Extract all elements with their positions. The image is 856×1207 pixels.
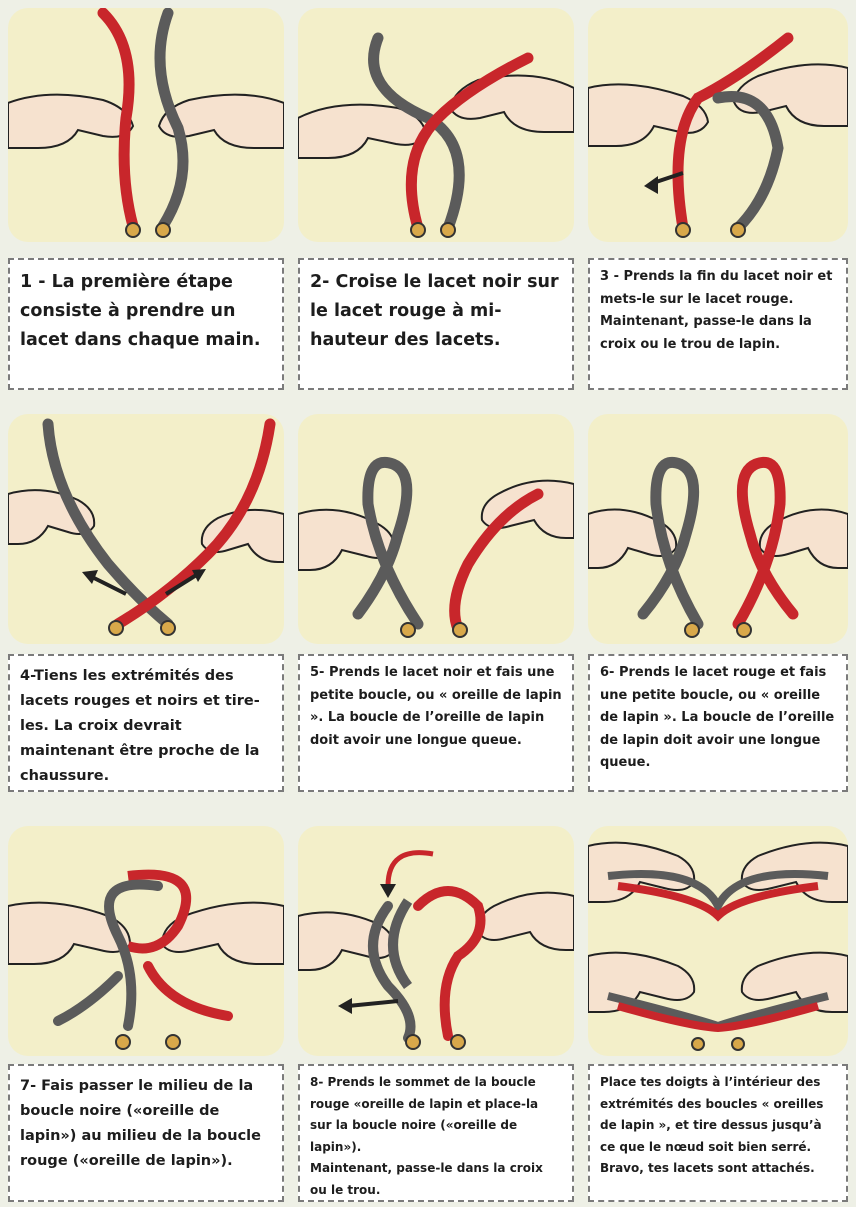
- eyelet-icon: [109, 621, 123, 635]
- step-1-caption: 1 - La première étape consiste à prendre…: [8, 258, 284, 390]
- step-4-caption: 4-Tiens les extrémités des lacets rouges…: [8, 654, 284, 792]
- eyelet-icon: [676, 223, 690, 237]
- eyelet-icon: [161, 621, 175, 635]
- step-8-illustration: [298, 826, 574, 1056]
- eyelet-icon: [732, 1038, 744, 1050]
- step-4-illustration: [8, 414, 284, 644]
- red-lace-icon: [418, 891, 481, 1036]
- eyelet-icon: [451, 1035, 465, 1049]
- eyelet-icon: [411, 223, 425, 237]
- hand-icon: [8, 95, 133, 148]
- eyelet-icon: [406, 1035, 420, 1049]
- step-7-illustration: [8, 826, 284, 1056]
- eyelet-icon: [126, 223, 140, 237]
- red-lace-icon: [148, 966, 228, 1016]
- eyelet-icon: [692, 1038, 704, 1050]
- eyelet-icon: [166, 1035, 180, 1049]
- step-6-caption: 6- Prends le lacet rouge et fais une pet…: [588, 654, 848, 792]
- gray-lace-icon: [58, 976, 118, 1021]
- eyelet-icon: [737, 623, 751, 637]
- step-9-caption: Place tes doigts à l’intérieur des extré…: [588, 1064, 848, 1202]
- step-2-illustration: [298, 8, 574, 242]
- gray-lace-icon: [718, 97, 778, 228]
- hand-icon: [478, 893, 574, 950]
- gray-lace-icon: [393, 901, 408, 986]
- step-5-caption: 5- Prends le lacet noir et fais une peti…: [298, 654, 574, 792]
- eyelet-icon: [731, 223, 745, 237]
- step-3-illustration: [588, 8, 848, 242]
- step-9-illustration: [588, 826, 848, 1056]
- eyelet-icon: [685, 623, 699, 637]
- arrow-icon: [348, 1001, 398, 1006]
- step-7-caption: 7- Fais passer le milieu de la boucle no…: [8, 1064, 284, 1202]
- step-8-caption: 8- Prends le sommet de la boucle rouge «…: [298, 1064, 574, 1202]
- step-5-illustration: [298, 414, 574, 644]
- step-3-caption: 3 - Prends la fin du lacet noir et mets-…: [588, 258, 848, 390]
- eyelet-icon: [401, 623, 415, 637]
- hand-icon: [450, 76, 574, 133]
- eyelet-icon: [441, 223, 455, 237]
- eyelet-icon: [116, 1035, 130, 1049]
- gray-lace-icon: [109, 885, 158, 1026]
- eyelet-icon: [156, 223, 170, 237]
- step-2-caption: 2- Croise le lacet noir sur le lacet rou…: [298, 258, 574, 390]
- arrow-icon: [388, 853, 433, 886]
- step-1-illustration: [8, 8, 284, 242]
- eyelet-icon: [453, 623, 467, 637]
- step-6-illustration: [588, 414, 848, 644]
